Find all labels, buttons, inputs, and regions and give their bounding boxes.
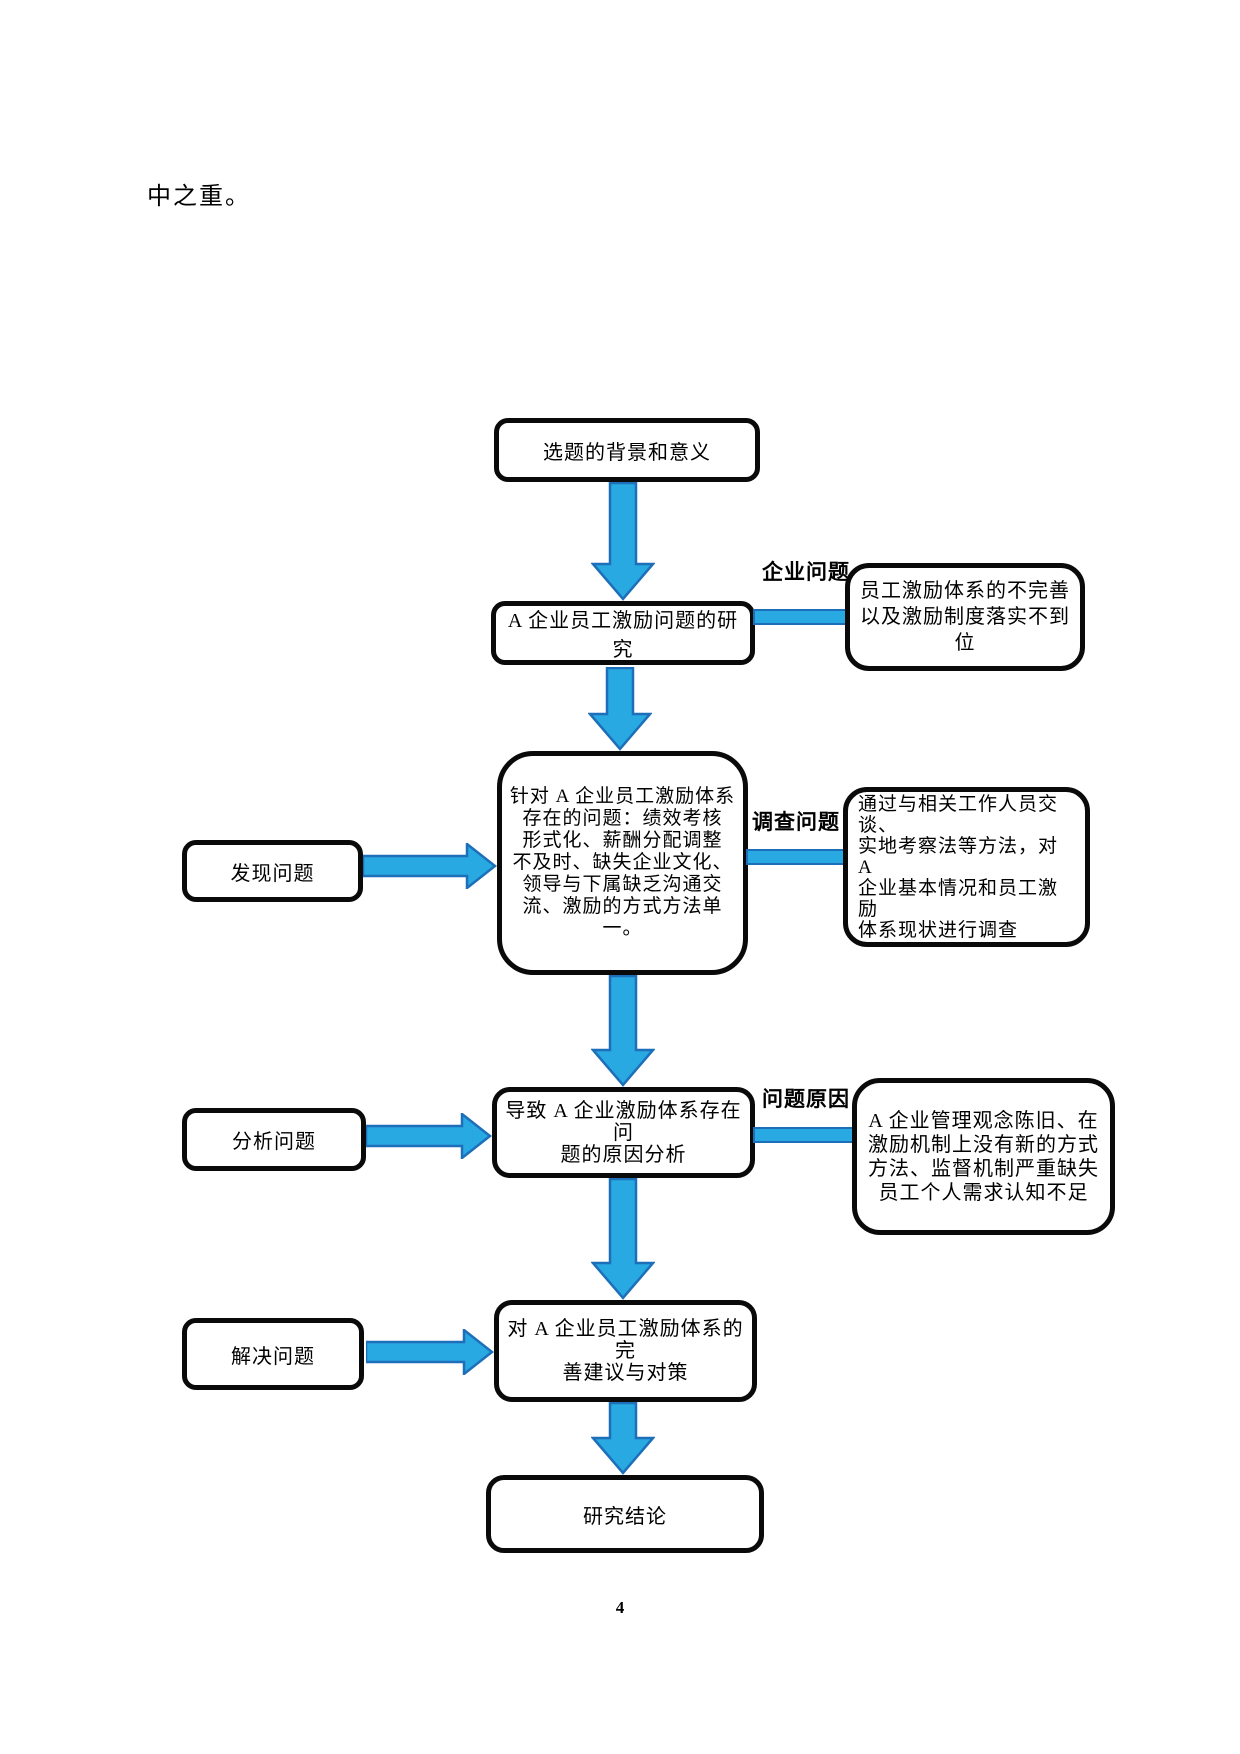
flow-label-cause: 问题原因 (762, 1088, 850, 1111)
flow-node-research: A 企业员工激励问题的研究 (491, 601, 755, 665)
flow-node-solve: 解决问题 (182, 1318, 364, 1390)
flow-node-enterprise-problem: 员工激励体系的不完善 以及激励制度落实不到 位 (845, 563, 1085, 671)
flow-label-enterprise-problem: 企业问题 (762, 561, 850, 584)
paragraph-text: 中之重。 (147, 184, 251, 210)
right-arrow-icon (366, 1113, 492, 1159)
connector-line (753, 1127, 854, 1143)
right-arrow-icon (363, 843, 497, 889)
flow-node-cause-analysis: 导致 A 企业激励体系存在问 题的原因分析 (492, 1087, 755, 1178)
page-number: 4 (615, 1598, 625, 1617)
flow-node-survey: 通过与相关工作人员交谈、 实地考察法等方法，对 A 企业基本情况和员工激励 体系… (843, 787, 1090, 947)
flow-node-background: 选题的背景和意义 (494, 418, 760, 482)
flow-node-discover: 发现问题 (182, 840, 363, 902)
flow-node-conclusion: 研究结论 (486, 1475, 764, 1553)
down-arrow-icon (591, 975, 655, 1087)
down-arrow-icon (591, 1178, 655, 1300)
connector-line (753, 609, 847, 625)
right-arrow-icon (366, 1329, 494, 1375)
flow-node-analyze: 分析问题 (182, 1108, 366, 1171)
flow-node-cause: A 企业管理观念陈旧、在 激励机制上没有新的方式 方法、监督机制严重缺失 员工个… (852, 1078, 1115, 1235)
connector-line (746, 849, 845, 865)
flow-label-survey: 调查问题 (752, 811, 840, 834)
down-arrow-icon (591, 1402, 655, 1475)
flow-node-problems: 针对 A 企业员工激励体系 存在的问题：绩效考核 形式化、薪酬分配调整 不及时、… (497, 751, 748, 975)
down-arrow-icon (588, 667, 652, 751)
flow-node-suggestions: 对 A 企业员工激励体系的完 善建议与对策 (494, 1300, 757, 1402)
down-arrow-icon (591, 482, 655, 601)
